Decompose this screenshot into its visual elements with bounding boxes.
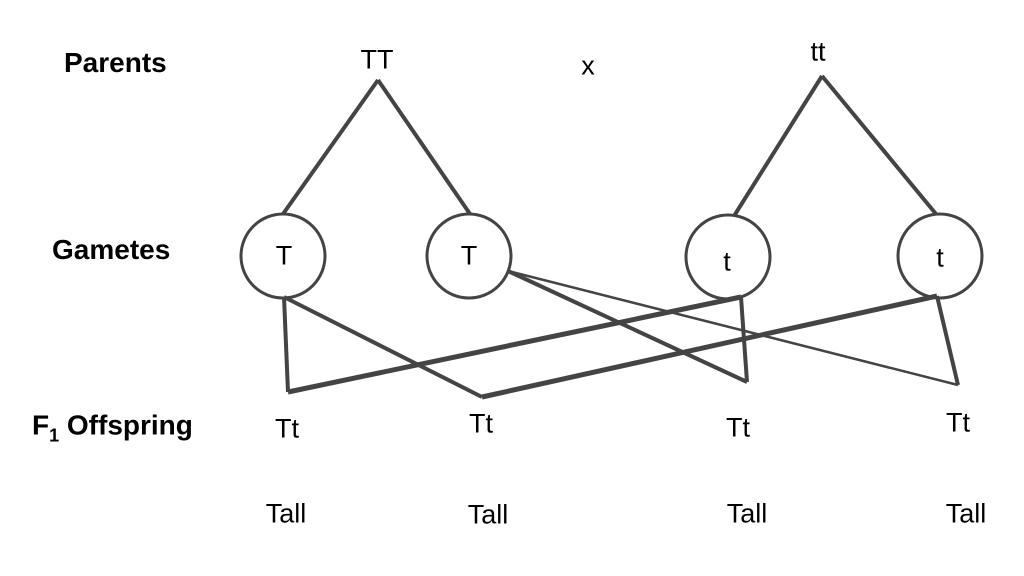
gamete-circle-2: [425, 212, 513, 300]
offspring-phenotype-3: Tall: [726, 498, 768, 529]
line-g2-o4: [507, 269, 959, 387]
gamete-circle-4: [896, 212, 984, 300]
offspring-phenotype-4: Tall: [945, 498, 987, 529]
line-g1-o2: [283, 295, 483, 399]
line-g4-o4: [935, 295, 960, 386]
row-label-gametes: Gametes: [52, 234, 171, 265]
offspring-genotype-4: Tt: [946, 407, 970, 438]
line-g4-o2: [481, 293, 938, 400]
offspring-phenotype-2: Tall: [467, 499, 509, 530]
row-label-parents: Parents: [64, 47, 167, 78]
line-g3-o1: [287, 294, 742, 395]
line-TT-to-gamete-1: [281, 78, 380, 216]
parent-right-genotype: tt: [810, 36, 826, 67]
line-tt-to-gamete-4: [820, 74, 938, 216]
offspring-genotype-2: Tt: [469, 408, 493, 439]
gamete-allele-2: T: [460, 240, 478, 271]
gamete-allele-1: T: [275, 240, 293, 271]
cross-symbol: x: [581, 50, 595, 81]
f-letter: F: [32, 409, 50, 441]
gamete-allele-4: t: [936, 242, 944, 273]
offspring-phenotype-1: Tall: [265, 498, 307, 529]
line-g2-o3: [507, 269, 748, 384]
line-tt-to-gamete-3: [732, 74, 824, 218]
offspring-word: Offspring: [59, 409, 193, 441]
gamete-allele-3: t: [723, 246, 731, 277]
offspring-genotype-1: Tt: [275, 413, 299, 444]
generation-subscript: 1: [49, 425, 60, 446]
offspring-genotype-3: Tt: [726, 412, 750, 443]
line-TT-to-gamete-2: [376, 78, 472, 216]
row-label-offspring: F1 Offspring: [32, 410, 193, 447]
parent-left-genotype: TT: [360, 44, 394, 75]
line-g1-o1: [282, 296, 290, 393]
